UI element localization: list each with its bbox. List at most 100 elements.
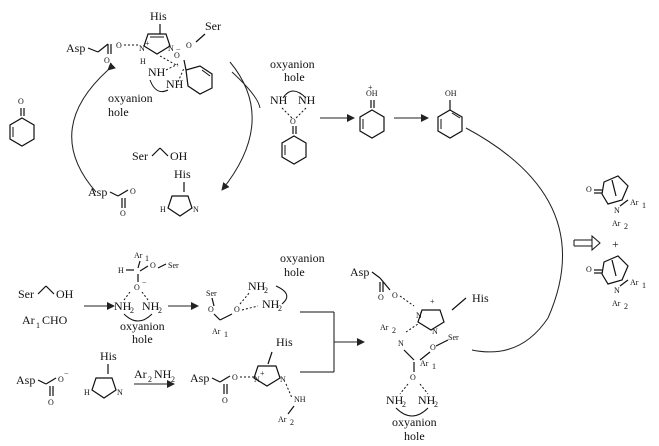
dienol: OH bbox=[437, 89, 463, 139]
plus-charge-oh: + bbox=[368, 83, 373, 92]
his-label-final: His bbox=[472, 291, 489, 305]
o-label-adduct: O bbox=[222, 396, 228, 405]
n-plus-adduct: N bbox=[254, 375, 260, 384]
hn-label-mid: H bbox=[160, 205, 166, 214]
tetrahedral-intermediate-top: His N + N H Asp O O Ser O O − NH NH oxy bbox=[66, 9, 221, 119]
ar2-label-adduct: Ar bbox=[278, 415, 287, 424]
hole-label-hemi: hole bbox=[132, 332, 153, 346]
ar2-sub-prod1: 2 bbox=[624, 222, 628, 231]
ser-label-acyl: Ser bbox=[206, 289, 217, 298]
convergence-bracket bbox=[300, 311, 365, 373]
plus-adduct: + bbox=[260, 369, 265, 378]
his-label-mid: His bbox=[174, 167, 191, 181]
his-label-bottom: His bbox=[100, 349, 117, 363]
asp-label-bottom: Asp bbox=[16, 373, 35, 387]
ar1cho-sub: 1 bbox=[36, 321, 40, 330]
hole-label-mid: hole bbox=[284, 70, 305, 84]
his-amine-adduct: Asp O O His N + N NH Ar 2 bbox=[190, 335, 306, 427]
nh2-hemi-2-sub: 2 bbox=[158, 306, 162, 315]
product-1: O N Ar 1 Ar 2 bbox=[586, 175, 646, 231]
his-label-adduct: His bbox=[276, 335, 293, 349]
nh2-acyl-1-sub: 2 bbox=[264, 286, 268, 295]
nh-label-top-2: NH bbox=[166, 77, 184, 91]
hemiacetal-oxyanion: Ar 1 H O Ser O − NH 2 NH 2 oxyanion hole bbox=[114, 251, 179, 346]
ar1-sub-prod2: 1 bbox=[642, 281, 646, 290]
o-minus-asp-bottom: O bbox=[58, 375, 64, 384]
nh2-hemi-1-sub: 2 bbox=[130, 306, 134, 315]
o-label-asp-bottom: O bbox=[48, 398, 54, 407]
ar2-label-final: Ar bbox=[380, 323, 389, 332]
oh-label-bottom: OH bbox=[56, 287, 74, 301]
o-label-asp-top-2: O bbox=[116, 41, 122, 50]
oxyanion-label-mid: oxyanion bbox=[270, 57, 315, 71]
asp-label-final: Asp bbox=[350, 265, 369, 279]
plus-charge-top: + bbox=[145, 39, 150, 48]
o-minus-acyl: O bbox=[234, 305, 240, 314]
oxyanion-label-hemi: oxyanion bbox=[120, 319, 165, 333]
ser-label-hemi: Ser bbox=[168, 261, 179, 270]
asp-his-regenerated: Asp O O His H N bbox=[88, 167, 199, 218]
ar1-label-prod1: Ar bbox=[630, 198, 639, 207]
hole-label-acyl: hole bbox=[284, 265, 305, 279]
ar1cho-ar: Ar bbox=[22, 313, 35, 327]
n-final-1: N bbox=[416, 311, 422, 320]
plus-final: + bbox=[430, 297, 435, 306]
n-label-mid: N bbox=[193, 205, 199, 214]
asp-his-reactant-bottom: Asp O O − His H N bbox=[16, 349, 123, 407]
n-label-top: N bbox=[168, 44, 174, 53]
ar1-sub-hemi: 1 bbox=[145, 254, 149, 263]
long-curve-arrow bbox=[465, 127, 563, 353]
hole-label-final: hole bbox=[404, 429, 425, 443]
nh2-final-2: NH bbox=[418, 393, 436, 407]
o-minus-label: O bbox=[174, 51, 180, 60]
nh2-final-1-sub: 2 bbox=[402, 400, 406, 409]
protonated-enone: OH + bbox=[359, 83, 385, 139]
ar1-sub-acyl: 1 bbox=[224, 330, 228, 339]
ar2-sub-final: 2 bbox=[392, 326, 396, 335]
nh2-hemi-1: NH bbox=[114, 299, 132, 313]
ser-label-final: Ser bbox=[448, 333, 459, 342]
cycle-arc-right bbox=[221, 61, 253, 191]
ser-oh-reactant: Ser OH Ar 1 CHO bbox=[18, 285, 74, 330]
oxyanion-label-acyl: oxyanion bbox=[280, 251, 325, 265]
o-label-substrate: O bbox=[290, 117, 296, 126]
cyclohexenone-left: O bbox=[9, 97, 35, 147]
oh-plus-label: OH bbox=[366, 89, 378, 98]
asp-label-mid: Asp bbox=[88, 185, 107, 199]
o-minus-hemi: O bbox=[134, 283, 140, 292]
n-final-2: N bbox=[432, 327, 438, 336]
ar1cho-cho: CHO bbox=[42, 313, 68, 327]
o-label-prod2: O bbox=[586, 265, 592, 274]
release-arrow bbox=[231, 71, 261, 109]
nh2-acyl-2-sub: 2 bbox=[278, 304, 282, 313]
asp-label-top: Asp bbox=[66, 41, 85, 55]
ar2-sub-adduct: 2 bbox=[290, 418, 294, 427]
o-label-prod1: O bbox=[586, 185, 592, 194]
o-minus-asp-mid: O bbox=[130, 187, 136, 196]
n-label-adduct: N bbox=[280, 375, 286, 384]
plus-between-products: + bbox=[612, 237, 619, 251]
o-ser-final: O bbox=[430, 343, 436, 352]
minus-charge-top: − bbox=[176, 45, 181, 54]
oxyanion-label-final: oxyanion bbox=[392, 415, 437, 429]
hn-label-bottom: H bbox=[84, 388, 90, 397]
oh-label-dienol: OH bbox=[445, 89, 457, 98]
ser-oh-regenerated: Ser OH bbox=[132, 147, 188, 163]
ar2nh2-nh: NH bbox=[154, 367, 172, 381]
ser-label-mid: Ser bbox=[132, 149, 148, 163]
ar1-sub-prod1: 1 bbox=[642, 201, 646, 210]
ar2nh2-sub2: 2 bbox=[148, 375, 152, 384]
o-label-final-asp-2: O bbox=[392, 291, 398, 300]
nh-label-mid-1: NH bbox=[270, 93, 288, 107]
n-plus-label: N bbox=[139, 44, 145, 53]
n-label-bottom: N bbox=[117, 388, 123, 397]
ar2-label-prod2: Ar bbox=[612, 299, 621, 308]
ar2nh2-sub2b: 2 bbox=[171, 375, 175, 384]
nh-label-mid-2: NH bbox=[298, 93, 316, 107]
his-label-top: His bbox=[150, 9, 167, 23]
o-label-asp-mid: O bbox=[120, 209, 126, 218]
ser-label-top: Ser bbox=[205, 19, 221, 33]
minus-asp-bottom: − bbox=[64, 369, 69, 378]
h-label-hemi: H bbox=[118, 266, 124, 275]
